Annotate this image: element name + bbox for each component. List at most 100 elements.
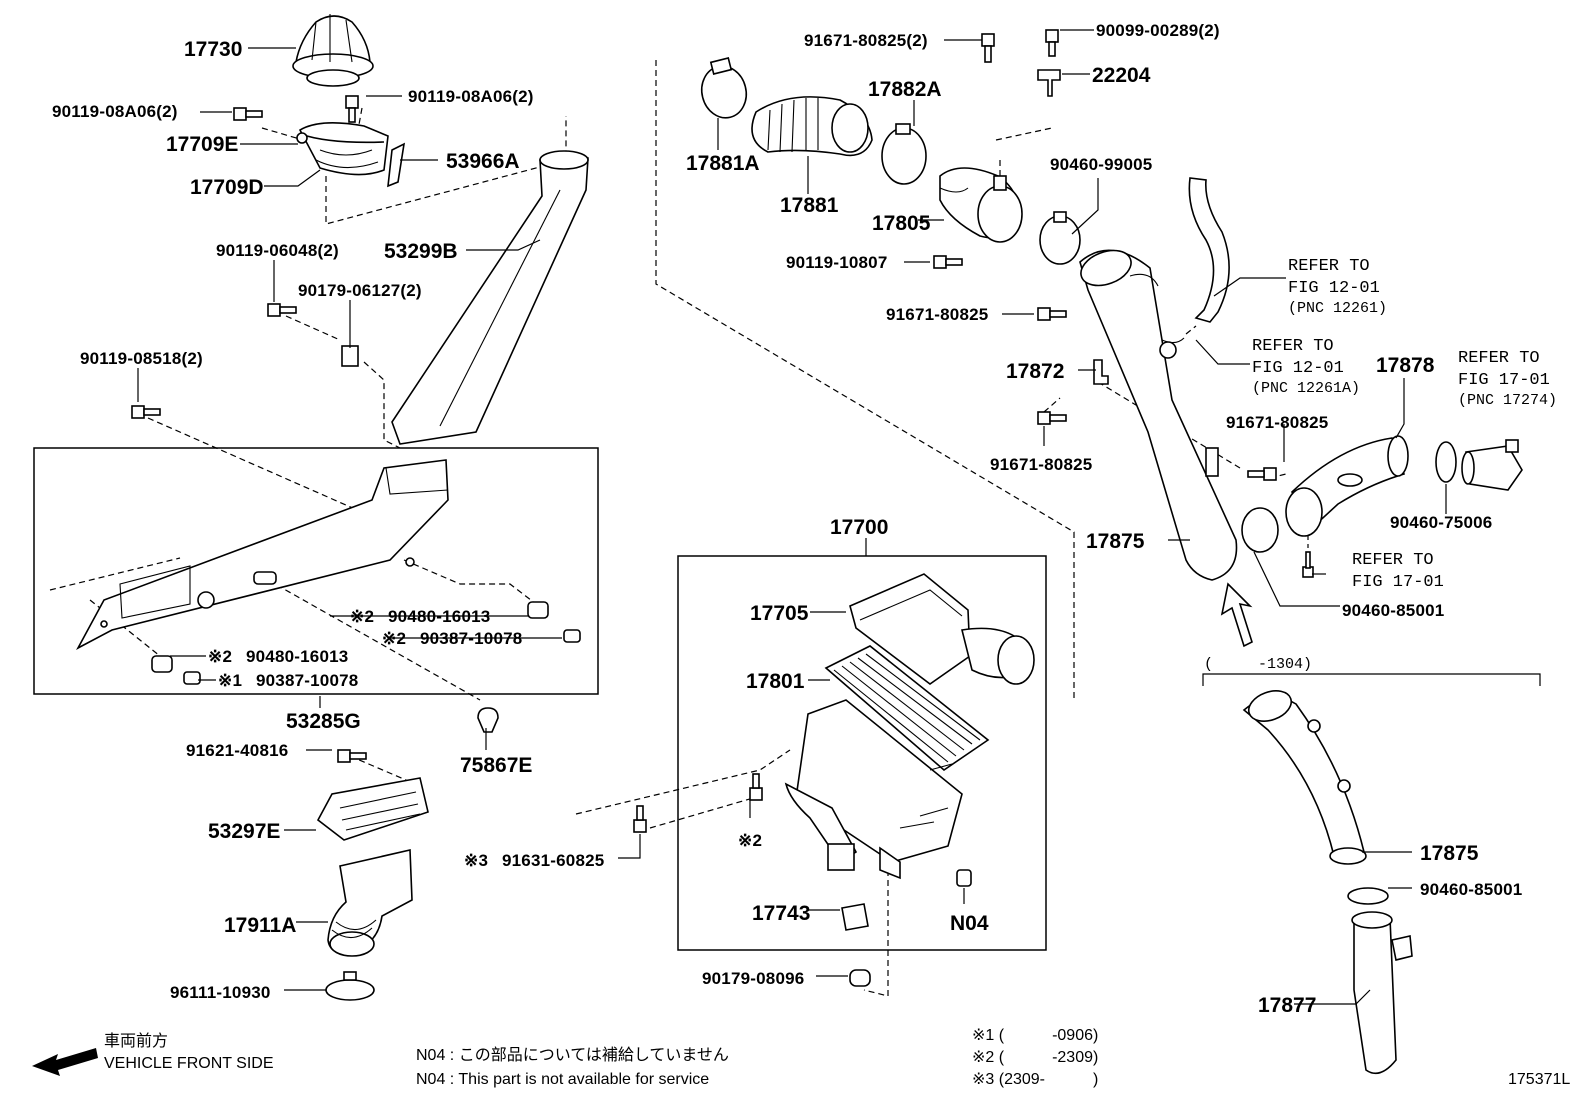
note-k3: ※3 (2309- )	[972, 1071, 1098, 1088]
ref3-line2: FIG 17-01	[1458, 371, 1550, 390]
label-17878: 17878	[1376, 354, 1435, 377]
part-17881-hose	[751, 96, 873, 157]
label-17877: 17877	[1258, 994, 1316, 1017]
label-91631-60825: 91631-60825	[502, 851, 604, 870]
ref2-line2: FIG 12-01	[1252, 359, 1344, 378]
note-n04-jp: N04 : この部品については補給していません	[416, 1046, 729, 1064]
label-17730: 17730	[184, 38, 242, 61]
vehicle-front-jp: 車両前方	[104, 1032, 168, 1050]
ref4-line1: REFER TO	[1352, 551, 1434, 570]
label-53966A: 53966A	[446, 150, 520, 173]
label-90460-85001-main: 90460-85001	[1342, 601, 1444, 620]
label-17882A: 17882A	[868, 78, 942, 101]
part-53299B-duct	[391, 150, 589, 445]
ref3-line3: (PNC 17274)	[1458, 392, 1557, 409]
note-n04-en: N04 : This part is not available for ser…	[416, 1071, 709, 1088]
label-90099-00289: 90099-00289(2)	[1096, 21, 1220, 40]
range-label: ( -1304)	[1204, 656, 1312, 673]
leader-lines	[137, 29, 1447, 1005]
part-17877-duct	[1351, 911, 1413, 1075]
label-17700: 17700	[830, 516, 888, 539]
label-96111-10930: 96111-10930	[170, 983, 271, 1002]
label-91671-80825-top: 91671-80825(2)	[804, 31, 928, 50]
label-90460-85001-alt: 90460-85001	[1420, 880, 1522, 899]
part-90460-85001-alt-clamp	[1347, 887, 1389, 905]
label-17743: 17743	[752, 902, 810, 925]
label-17875-alt: 17875	[1420, 842, 1479, 865]
ref3-line1: REFER TO	[1458, 349, 1540, 368]
label-53297E: 53297E	[208, 820, 280, 843]
label-90480-16013-right: 90480-16013	[388, 607, 490, 626]
ref2-line1: REFER TO	[1252, 337, 1334, 356]
part-53285G-duct	[76, 459, 449, 650]
part-17878-elbow	[1285, 435, 1409, 537]
label-17805: 17805	[872, 212, 931, 235]
part-17875-duct	[1079, 249, 1238, 581]
part-17709-bracket	[296, 122, 389, 176]
part-labels: 17730 90119-08A06(2) 90119-08A06(2) 1770…	[52, 21, 1522, 1017]
label-53285G: 53285G	[286, 710, 361, 733]
flow-arrow	[1220, 582, 1253, 648]
ref4-line2: FIG 17-01	[1352, 573, 1444, 592]
dashed-guides	[49, 60, 1309, 997]
part-96111-clamp	[325, 971, 375, 1001]
label-17872: 17872	[1006, 360, 1064, 383]
label-90119-06048: 90119-06048(2)	[216, 241, 339, 260]
reference-labels: REFER TO FIG 12-01 (PNC 12261) REFER TO …	[1252, 257, 1557, 592]
footer-notes: 車両前方 VEHICLE FRONT SIDE N04 : この部品については補…	[104, 1027, 1570, 1088]
label-75867E: 75867E	[460, 754, 532, 777]
label-90119-10807: 90119-10807	[786, 253, 887, 272]
mark-2b: ※2	[382, 629, 406, 648]
part-17911A-hose	[327, 849, 413, 957]
mark-2d: ※2	[738, 831, 762, 850]
ref2-line3: (PNC 12261A)	[1252, 380, 1360, 397]
label-91671-80825-right: 91671-80825	[1226, 413, 1328, 432]
part-17881A-clamp	[700, 57, 748, 119]
label-17881A: 17881A	[686, 152, 760, 175]
mark-1: ※1	[218, 671, 242, 690]
fasteners	[131, 29, 1314, 987]
label-17709D: 17709D	[190, 176, 264, 199]
part-17700-air-cleaner	[784, 573, 1035, 880]
vehicle-front-en: VEHICLE FRONT SIDE	[104, 1055, 274, 1072]
mark-2a: ※2	[350, 607, 374, 626]
label-90119-08A06-right: 90119-08A06(2)	[408, 87, 534, 106]
label-90179-08096: 90179-08096	[702, 969, 804, 988]
label-91671-80825-mid: 91671-80825	[886, 305, 988, 324]
label-17875-main: 17875	[1086, 530, 1145, 553]
part-17875-alt-duct	[1242, 690, 1367, 865]
label-17705: 17705	[750, 602, 809, 625]
part-53966A-gasket	[387, 142, 406, 188]
frame-53285G	[33, 447, 599, 695]
label-90119-08A06-left: 90119-08A06(2)	[52, 102, 178, 121]
label-17911A: 17911A	[224, 914, 296, 937]
ref1-line2: FIG 12-01	[1288, 279, 1380, 298]
label-17801: 17801	[746, 670, 805, 693]
part-17730-cap	[292, 14, 374, 87]
part-90460-99005-clamp	[1039, 211, 1081, 265]
bracket-range	[1202, 673, 1541, 686]
label-90119-08518: 90119-08518(2)	[80, 349, 203, 368]
mark-2c: ※2	[208, 647, 232, 666]
frame-17700	[677, 555, 1047, 951]
label-17709E: 17709E	[166, 133, 238, 156]
part-90460-85001-clamp	[1241, 507, 1279, 553]
part-17743-pad	[841, 903, 869, 931]
part-53297E-inlet	[316, 777, 429, 841]
label-17881: 17881	[780, 194, 839, 217]
part-17882A-clamp	[881, 123, 927, 185]
label-22204: 22204	[1092, 64, 1151, 87]
part-breather-hose	[1188, 177, 1230, 323]
figure-id: 175371L	[1508, 1071, 1570, 1088]
label-91671-80825-low: 91671-80825	[990, 455, 1092, 474]
label-90179-06127: 90179-06127(2)	[298, 281, 422, 300]
ref1-line1: REFER TO	[1288, 257, 1370, 276]
note-k1: ※1 ( -0906)	[972, 1027, 1098, 1044]
vehicle-front-arrow-icon	[32, 1048, 98, 1076]
label-90387-10078-left: 90387-10078	[256, 671, 358, 690]
label-91621-40816: 91621-40816	[186, 741, 288, 760]
mark-3: ※3	[464, 851, 488, 870]
label-90480-16013-left: 90480-16013	[246, 647, 348, 666]
part-90460-75006-clamp	[1435, 439, 1523, 491]
